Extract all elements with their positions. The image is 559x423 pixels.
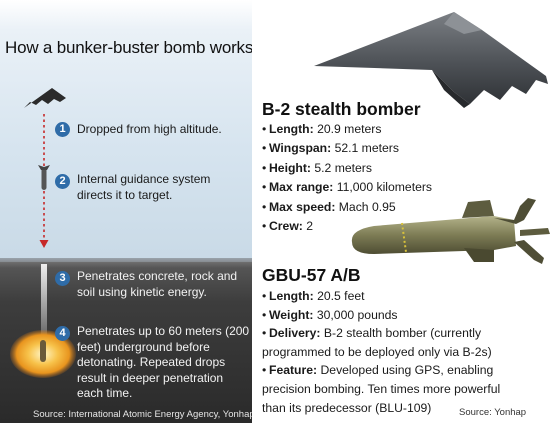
gbu57-spec-item: •Delivery: B-2 stealth bomber (currently [262,326,482,341]
b2-spec-item: •Crew: 2 [262,219,314,234]
step-4-line: feet) underground before [77,339,210,354]
b2-spec-item: •Max range: 11,000 kilometers [262,180,433,195]
step-4-text: Penetrates up to 60 meters (200 feet) un… [77,324,249,402]
b2-bomber-image [314,12,548,108]
b2-title: B-2 stealth bomber [262,99,421,119]
penetration-trail [41,264,47,346]
gbu57-spec-item: •Weight: 30,000 pounds [262,307,398,322]
step-4-line: each time. [77,386,133,400]
step-1-badge: 1 [55,122,70,137]
step-2-line: directs it to target. [77,187,173,202]
step-4-line: Penetrates up to 60 meters (200 [77,324,250,338]
b2-spec-item: •Length: 20.9 meters [262,122,382,136]
step-1-text: Dropped from high altitude. [77,122,222,138]
buried-bomb-icon [40,340,46,362]
b2-spec-item: •Wingspan: 52.1 meters [262,141,399,156]
drop-arrow-icon [39,240,49,248]
gbu57-spec-continuation: programmed to be deployed only via B-2s) [262,344,492,359]
step-3-line: Penetrates concrete, rock and [77,269,238,283]
right-source-credit: Source: Yonhap [459,407,527,418]
step-2-text: Internal guidance system directs it to t… [77,172,210,203]
step-3-badge: 3 [55,271,70,286]
gbu57-spec-item: •Length: 20.5 feet [262,289,365,303]
b2-spec-item: •Max speed: Mach 0.95 [262,199,396,214]
step-3-text: Penetrates concrete, rock and soil using… [77,269,237,300]
step-1-line: Dropped from high altitude. [77,122,222,136]
gbu57-bomb-image [351,198,550,264]
specs-panel: B-2 stealth bomber •Length: 20.9 meters … [252,0,559,423]
b2-spec-item: •Height: 5.2 meters [262,160,372,175]
step-4-line: result in deeper penetration [77,370,224,385]
drop-diagram [10,88,76,378]
falling-bomb-icon [38,165,50,190]
diagram-title: How a bunker-buster bomb works [5,38,252,57]
gbu57-title: GBU-57 A/B [262,265,361,285]
step-3-line: soil using kinetic energy. [77,284,207,299]
b2-silhouette-icon [24,88,66,108]
step-4-line: detonating. Repeated drops [77,355,226,369]
step-2-line: Internal guidance system [77,172,211,186]
sky-background [0,0,252,268]
gbu57-spec-item: •Feature: Developed using GPS, enabling [262,363,494,378]
step-2-badge: 2 [55,174,70,189]
left-source-credit: Source: International Atomic Energy Agen… [33,409,252,420]
gbu57-spec-continuation: precision bombing. Ten times more powerf… [262,381,501,396]
bunker-buster-explainer: How a bunker-buster bomb works 1 Dropped… [0,0,252,423]
b2-specs-list: •Length: 20.9 meters •Wingspan: 52.1 met… [262,120,432,236]
step-4-badge: 4 [55,326,70,341]
gbu57-spec-continuation: than its predecessor (BLU-109) [262,400,432,415]
gbu57-specs-list: •Length: 20.5 feet •Weight: 30,000 pound… [262,287,500,417]
